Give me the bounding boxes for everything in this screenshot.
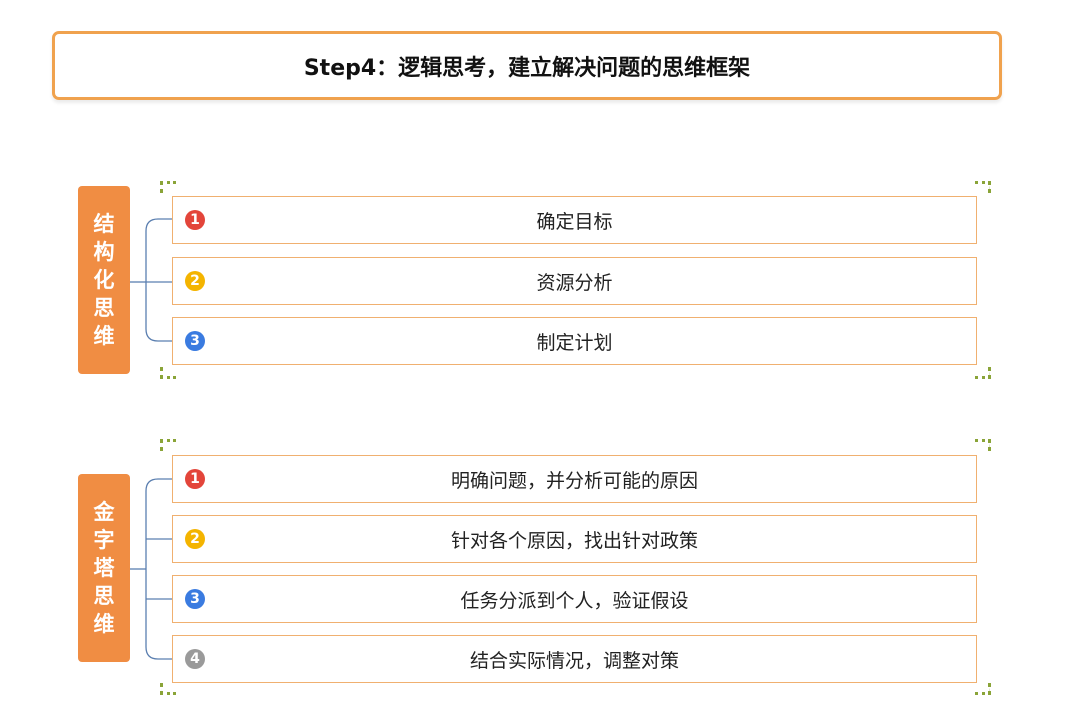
list-item: 3 制定计划: [172, 317, 977, 365]
dotted-corner: [160, 181, 176, 193]
label-char: 化: [93, 268, 115, 292]
page-title: Step4：逻辑思考，建立解决问题的思维框架: [52, 31, 1002, 100]
number-1-icon: 1: [185, 469, 205, 489]
list-item: 2 针对各个原因，找出针对政策: [172, 515, 977, 563]
list-item: 1 明确问题，并分析可能的原因: [172, 455, 977, 503]
label-char: 构: [93, 240, 115, 264]
dotted-corner: [160, 439, 176, 451]
label-char: 思: [93, 584, 115, 608]
list-item: 4 结合实际情况，调整对策: [172, 635, 977, 683]
label-pyramid-thinking: 金 字 塔 思 维: [78, 474, 130, 662]
item-text: 结合实际情况，调整对策: [469, 649, 679, 672]
dotted-corner: [160, 367, 176, 379]
list-item: 3 任务分派到个人，验证假设: [172, 575, 977, 623]
label-char: 字: [93, 528, 115, 552]
dotted-corner: [975, 367, 991, 379]
label-char: 维: [93, 324, 115, 348]
item-text: 针对各个原因，找出针对政策: [450, 529, 698, 552]
number-4-icon: 4: [185, 649, 205, 669]
item-text: 资源分析: [536, 271, 613, 294]
label-char: 结: [93, 212, 115, 236]
list-item: 1 确定目标: [172, 196, 977, 244]
label-char: 塔: [93, 556, 115, 580]
number-2-icon: 2: [185, 529, 205, 549]
item-text: 任务分派到个人，验证假设: [460, 589, 689, 612]
number-3-icon: 3: [185, 331, 205, 351]
label-char: 金: [93, 500, 115, 524]
dotted-corner: [975, 181, 991, 193]
item-text: 制定计划: [536, 331, 613, 354]
dotted-corner: [975, 683, 991, 695]
label-char: 思: [93, 296, 115, 320]
label-char: 维: [93, 612, 115, 636]
number-2-icon: 2: [185, 271, 205, 291]
item-text: 确定目标: [536, 210, 613, 233]
dotted-corner: [160, 683, 176, 695]
item-text: 明确问题，并分析可能的原因: [450, 469, 698, 492]
list-item: 2 资源分析: [172, 257, 977, 305]
number-1-icon: 1: [185, 210, 205, 230]
label-structured-thinking: 结 构 化 思 维: [78, 186, 130, 374]
dotted-corner: [975, 439, 991, 451]
number-3-icon: 3: [185, 589, 205, 609]
